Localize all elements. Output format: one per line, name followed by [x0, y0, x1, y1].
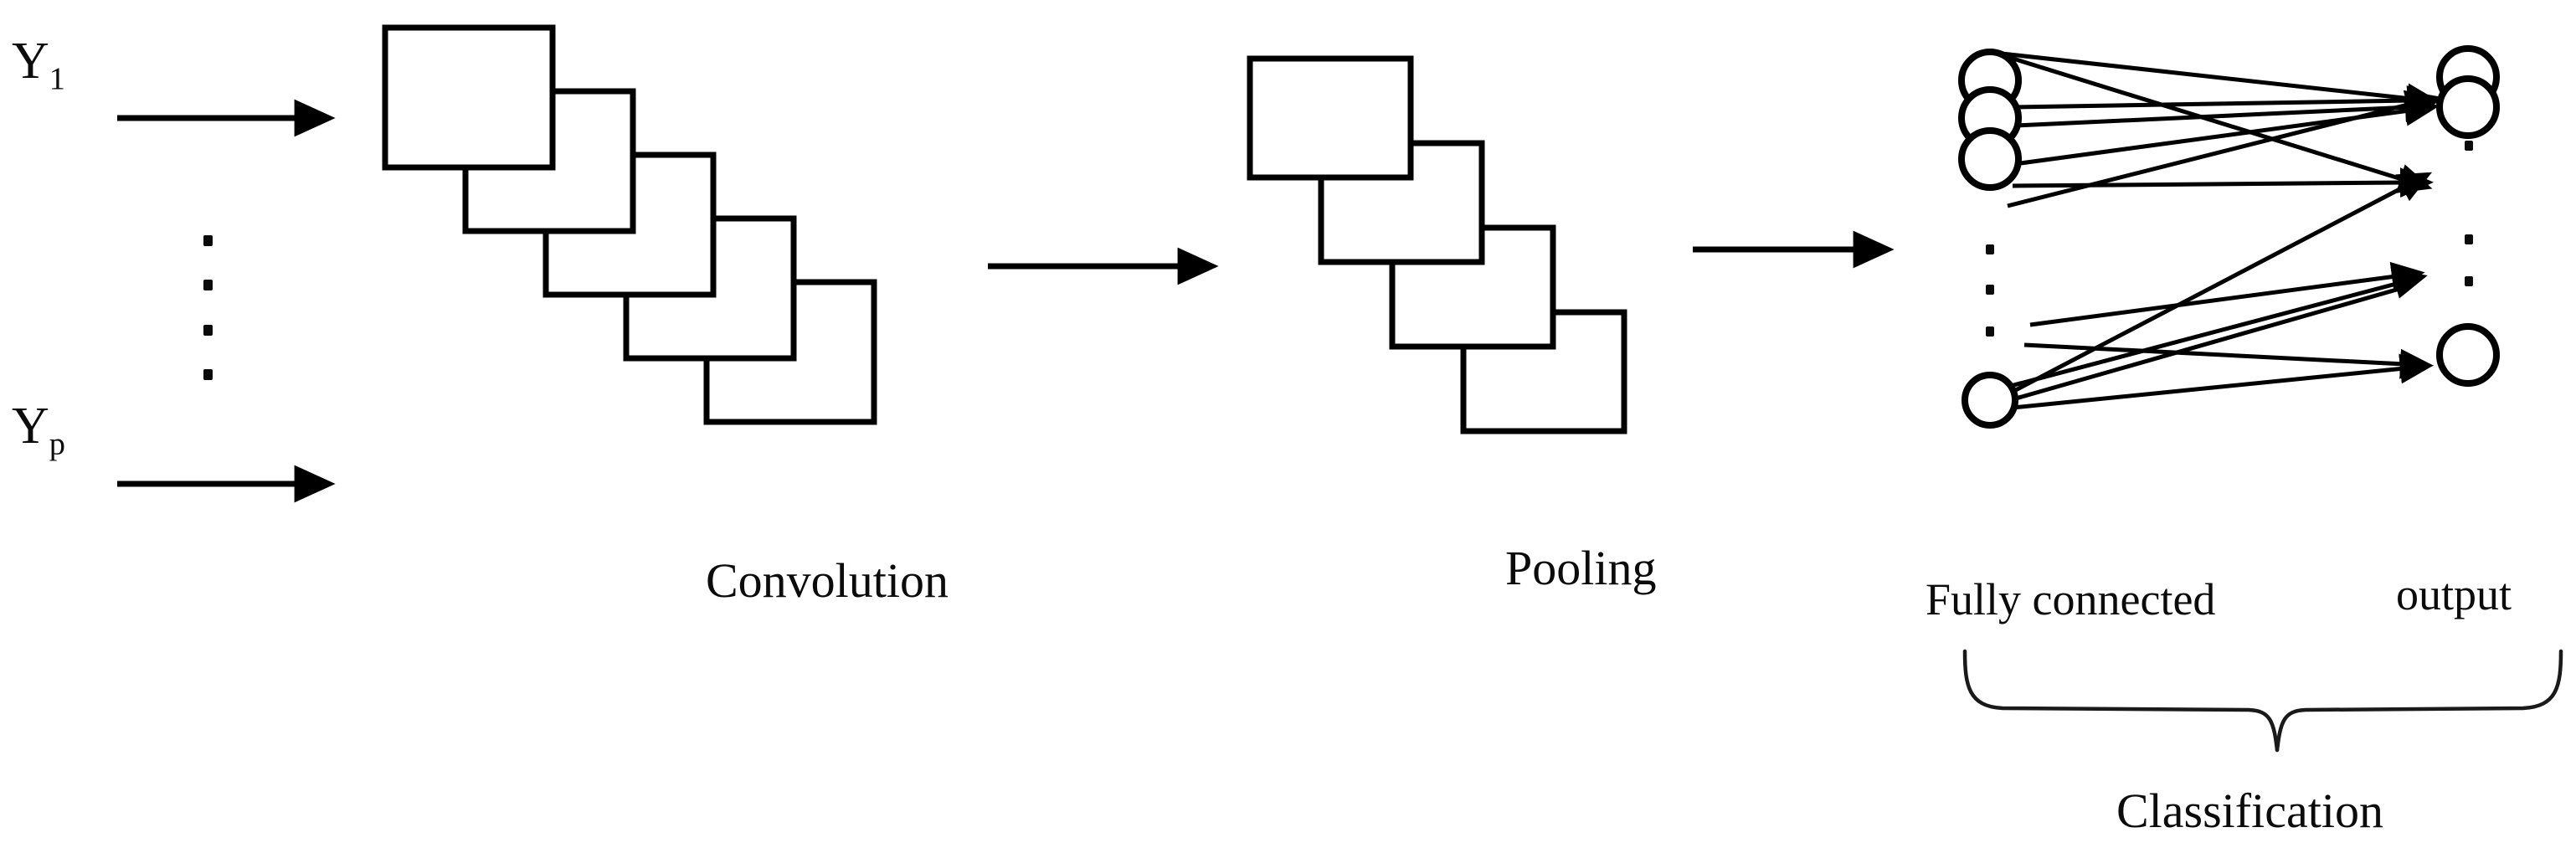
fully-connected-ellipsis-dots: [1986, 244, 1994, 337]
output-node-stack: [2436, 45, 2500, 387]
fully-connected-node-stack: [1958, 49, 2022, 429]
input-label-last-base: Y: [12, 398, 49, 455]
label-output: output: [2396, 569, 2512, 619]
output-node-3: [2436, 323, 2500, 387]
input-label-last-subscript: p: [49, 426, 65, 462]
label-pooling: Pooling: [1505, 541, 1657, 595]
output-node-2: [2436, 75, 2500, 139]
output-ellipsis-dots: [2465, 141, 2473, 286]
label-convolution: Convolution: [706, 553, 949, 608]
pool-map-1: [1247, 55, 1414, 181]
label-classification: Classification: [2116, 784, 2383, 838]
input-label-first: Y1: [12, 32, 65, 97]
pooling-feature-map-stack: [1247, 55, 1627, 434]
input-label-first-base: Y: [12, 33, 49, 90]
fc-node-3: [1958, 127, 2022, 191]
fc-node-4: [1962, 372, 2018, 429]
input-label-last: Yp: [12, 397, 65, 462]
conv-map-1: [382, 24, 556, 171]
classification-brace: [1962, 649, 2563, 753]
input-ellipsis-dots: [203, 235, 213, 380]
fc-to-output-edges: [1968, 50, 2440, 414]
input-label-first-subscript: 1: [49, 61, 65, 97]
convolution-feature-map-stack: [382, 24, 877, 425]
label-fully-connected: Fully connected: [1926, 574, 2216, 624]
